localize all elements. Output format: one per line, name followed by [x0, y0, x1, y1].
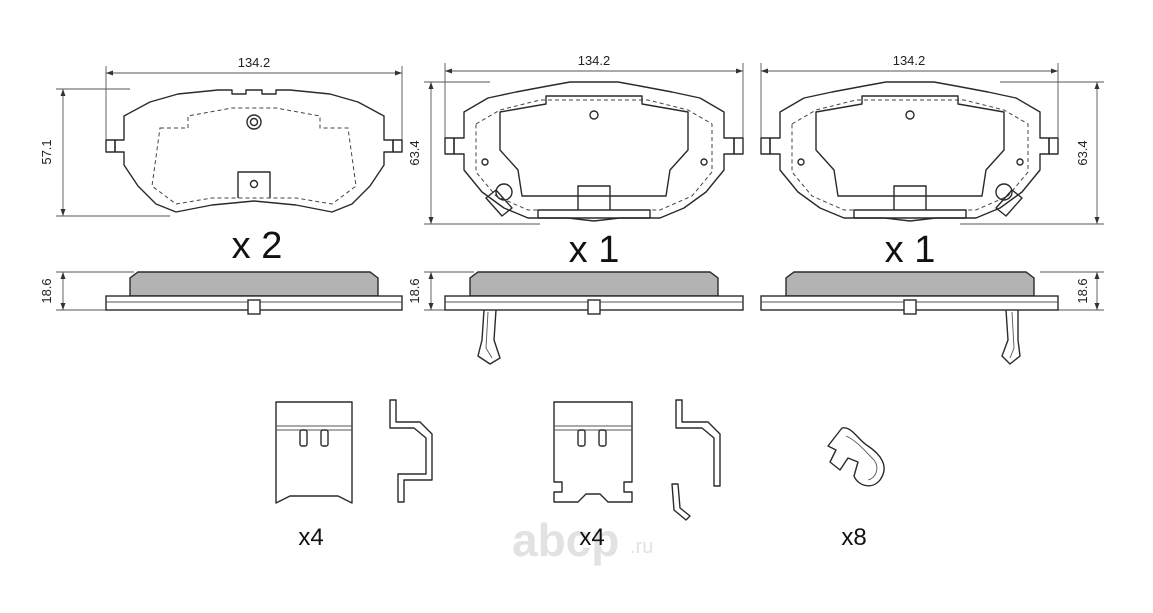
pad-3-height-dimension: 63.4 — [960, 81, 1104, 225]
pad-1-width-label: 134.2 — [238, 55, 271, 70]
pad-2: 134.2 63.4 x 1 18.6 — [407, 53, 744, 365]
pad-1-height-label: 57.1 — [39, 139, 54, 164]
pad-2-friction-outline — [475, 99, 713, 211]
pad-3-side-view: 18.6 — [760, 271, 1104, 365]
pad-2-pin-hole — [589, 110, 599, 120]
pad-1: 134.2 57.1 x 2 18.6 — [39, 55, 403, 315]
pad-1-thickness-label: 18.6 — [39, 278, 54, 303]
pad-1-side-view: 18.6 — [39, 271, 403, 315]
accessory-3-retaining-spring — [827, 427, 885, 487]
watermark: abcp .ru — [512, 514, 653, 566]
accessory-group-2: x4 — [553, 399, 721, 551]
pad-1-pin-hole — [249, 179, 259, 189]
pad-3-friction-material — [785, 271, 1035, 297]
pad-3-width-dimension: 134.2 — [760, 53, 1059, 140]
accessory-1-spring-clip — [389, 399, 433, 503]
pad-3-thickness-label: 18.6 — [1075, 278, 1090, 303]
pad-3-pin-hole — [905, 110, 915, 120]
pad-3-sensor-clip-side — [1001, 309, 1021, 365]
pad-3-height-label: 63.4 — [1075, 140, 1090, 165]
pad-2-ear-right — [733, 137, 744, 155]
pad-2-width-label: 134.2 — [578, 53, 611, 68]
pad-2-thickness-label: 18.6 — [407, 278, 422, 303]
accessory-group-1: x4 — [275, 399, 433, 551]
accessory-2-spring-clip-with-sensor — [671, 399, 721, 521]
pad-1-width-dimension: 134.2 — [105, 55, 403, 140]
pad-2-width-dimension: 134.2 — [444, 53, 744, 140]
pad-2-notch — [577, 185, 611, 210]
pad-2-sensor-clip-side — [477, 309, 501, 365]
pad-2-friction-material — [469, 271, 719, 297]
watermark-suffix: .ru — [630, 536, 653, 558]
accessory-1-quantity: x4 — [298, 524, 323, 551]
pad-2-ear-left — [444, 137, 455, 155]
accessory-1-shim-plate — [275, 401, 353, 504]
pad-1-ear-left — [105, 139, 116, 153]
pad-1-height-dimension: 57.1 — [39, 88, 170, 217]
pad-2-height-label: 63.4 — [407, 140, 422, 165]
pad-3-quantity: x 1 — [885, 229, 936, 271]
pad-3-width-label: 134.2 — [893, 53, 926, 68]
pad-2-inner-cutout — [499, 95, 689, 197]
pad-3-wear-sensor — [995, 183, 1023, 217]
pad-3-friction-outline — [791, 99, 1029, 211]
pad-2-height-dimension: 63.4 — [407, 81, 540, 225]
pad-3-ear-right — [1048, 137, 1059, 155]
pad-2-quantity: x 1 — [569, 229, 620, 271]
pad-2-backing-plate — [453, 81, 735, 222]
accessory-3-quantity: x8 — [841, 524, 866, 551]
pad-2-wear-sensor — [485, 183, 513, 217]
pad-3-backing-plate — [769, 81, 1050, 222]
accessory-2-shim-plate — [553, 401, 633, 503]
pad-2-side-view: 18.6 — [407, 271, 744, 365]
pad-1-friction-outline — [151, 107, 357, 205]
pad-1-friction-material — [129, 271, 379, 297]
pad-3-notch — [893, 185, 927, 210]
pad-1-sensor-hole — [246, 114, 262, 130]
pad-1-ear-right — [392, 139, 403, 153]
watermark-text: abcp — [512, 514, 619, 566]
pad-3-inner-cutout — [815, 95, 1005, 197]
accessory-group-3: x8 — [827, 427, 885, 551]
pad-3-ear-left — [760, 137, 771, 155]
pad-3: 134.2 63.4 x 1 18.6 — [760, 53, 1104, 365]
pad-1-quantity: x 2 — [232, 225, 283, 267]
pad-1-notch — [237, 171, 271, 198]
accessory-2-quantity: x4 — [579, 524, 604, 551]
